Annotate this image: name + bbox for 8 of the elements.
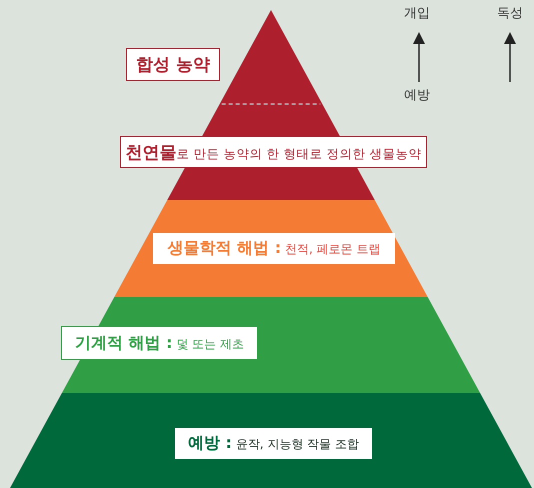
title-box: 합성 농약 xyxy=(126,48,220,81)
label-box: 천연물로 만든 농약의 한 형태로 정의한 생물농약 xyxy=(120,136,427,168)
axis-label: 개입 xyxy=(404,5,430,22)
label-box: 기계적 해법 : 덫 또는 제초 xyxy=(61,326,258,360)
axis-label: 독성 xyxy=(497,5,523,22)
label-box: 예방 : 윤작, 지능형 작물 조합 xyxy=(175,428,372,459)
axis-label: 예방 xyxy=(404,87,430,104)
label-box: 생물학적 해법 : 천적, 페로몬 트랩 xyxy=(153,233,395,264)
